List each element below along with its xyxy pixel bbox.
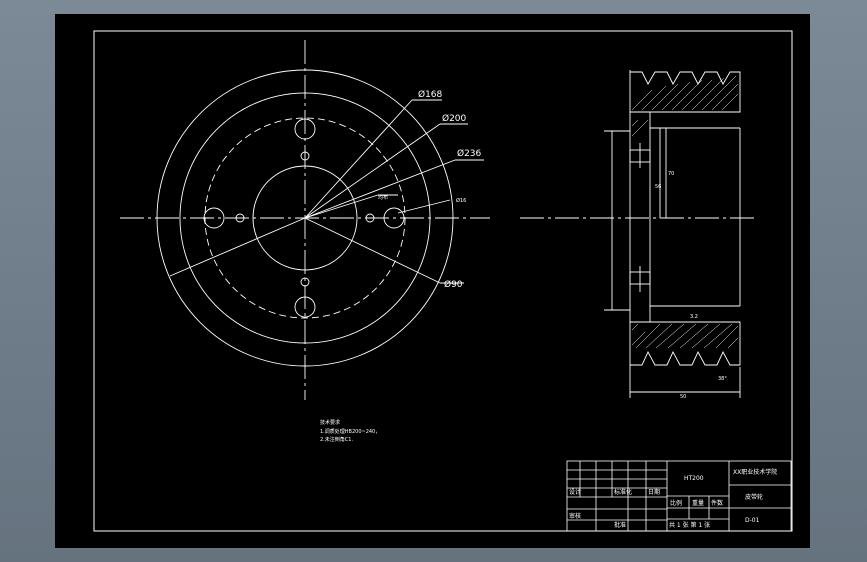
bottom-rim xyxy=(629,321,741,367)
leader-90 xyxy=(304,217,441,284)
dim-90: Ø90 xyxy=(444,279,463,290)
leader-236 xyxy=(304,159,456,219)
dim-hole-note: 均布 xyxy=(378,194,388,201)
leader-small xyxy=(397,199,451,214)
section-view xyxy=(520,70,756,398)
section-hatching xyxy=(631,75,739,349)
dim-width: 50 xyxy=(680,394,686,400)
tb-weight: 重量 xyxy=(692,499,704,507)
tb-design: 设计 xyxy=(569,488,581,496)
tb-scale: 比例 xyxy=(670,499,682,507)
leader-200 xyxy=(304,123,441,219)
notes-title: 技术要求 xyxy=(320,419,340,426)
notes-line1: 1.调质处理HB200~240， xyxy=(320,428,380,435)
front-view xyxy=(120,40,490,400)
tb-part-name: 皮带轮 xyxy=(745,493,763,501)
title-block xyxy=(566,460,792,532)
dim-height: 70 xyxy=(668,171,674,177)
dim-200: Ø200 xyxy=(442,113,467,124)
drawing-border xyxy=(93,30,793,532)
roughness-mark: 3.2 xyxy=(690,314,698,320)
leader-hole xyxy=(304,194,379,219)
leader-left xyxy=(169,217,306,277)
tb-approve: 批准 xyxy=(614,521,626,529)
notes-line2: 2.未注倒角C1. xyxy=(320,436,353,443)
dim-168: Ø168 xyxy=(418,89,443,100)
dim-236: Ø236 xyxy=(457,148,482,159)
tb-sheet: 共 1 张 第 1 张 xyxy=(669,521,710,529)
tb-check: 审核 xyxy=(569,512,581,520)
tb-drawing-no: D-01 xyxy=(745,517,760,524)
dim-angle: 38° xyxy=(718,376,727,382)
dim-offset: 56 xyxy=(655,184,661,190)
tb-std: 标准化 xyxy=(614,488,632,496)
tb-count: 件数 xyxy=(711,499,723,507)
tb-date: 日期 xyxy=(648,488,660,496)
dim-hole: Ø16 xyxy=(456,197,466,204)
tb-material: HT200 xyxy=(684,475,704,482)
leader-168 xyxy=(304,99,413,219)
tb-university: XX职业技术学院 xyxy=(733,468,777,476)
drawing-sheet xyxy=(55,14,810,548)
